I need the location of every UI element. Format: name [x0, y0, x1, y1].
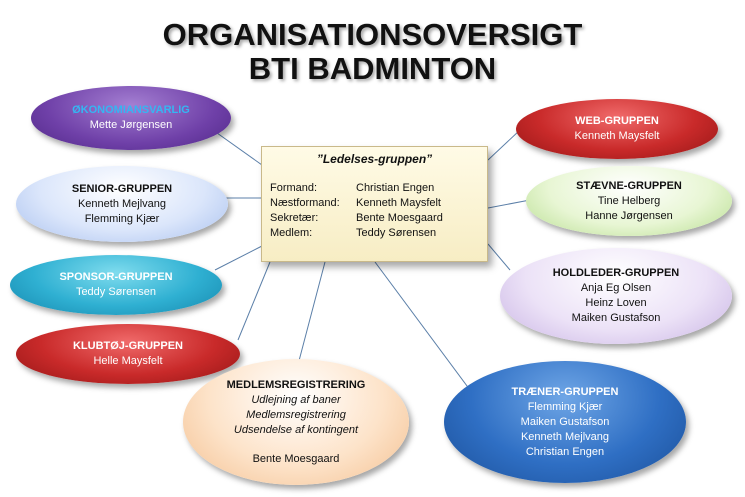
group-task: Udsendelse af kontingent — [233, 423, 359, 436]
group-title: SENIOR-GRUPPEN — [71, 182, 173, 195]
group-title: SPONSOR-GRUPPEN — [59, 271, 173, 283]
group-title: ØKONOMIANSVARLIG — [72, 104, 190, 116]
connector-sponsor — [214, 245, 263, 271]
group-member: Anja Eg Olsen — [580, 282, 652, 294]
group-klubtoj: KLUBTØJ-GRUPPEN Helle Maysfelt — [16, 324, 240, 384]
center-role: Formand: — [270, 182, 318, 194]
title-line-1: ORGANISATIONSOVERSIGT — [162, 17, 583, 52]
connector-klubtoj — [237, 261, 271, 341]
group-title: MEDLEMSREGISTRERING — [226, 378, 366, 391]
connector-okonomi — [209, 127, 263, 166]
center-row: Næstformand: Kenneth Maysfelt — [262, 196, 487, 211]
center-name: Bente Moesgaard — [356, 212, 443, 224]
center-name: Teddy Sørensen — [356, 227, 437, 239]
connector-traener — [374, 261, 471, 391]
group-title: STÆVNE-GRUPPEN — [576, 179, 682, 192]
group-member: Kenneth Maysfelt — [574, 130, 660, 142]
group-title: TRÆNER-GRUPPEN — [511, 385, 619, 398]
group-member: Flemming Kjær — [527, 400, 603, 413]
connector-web — [487, 129, 521, 161]
ledelses-gruppen-box: ”Ledelses-gruppen” Formand: Christian En… — [261, 146, 488, 262]
center-name: Kenneth Maysfelt — [356, 197, 441, 209]
group-task: Medlemsregistrering — [246, 408, 346, 421]
center-role: Næstformand: — [270, 197, 340, 209]
center-role: Medlem: — [270, 227, 313, 239]
group-member: Kenneth Mejlvang — [77, 197, 167, 210]
center-row: Medlem: Teddy Sørensen — [262, 226, 487, 241]
group-member: Hanne Jørgensen — [585, 209, 673, 222]
group-task: Udlejning af baner — [251, 393, 341, 406]
group-member: Flemming Kjær — [84, 212, 160, 225]
connector-medlem — [294, 261, 326, 377]
group-member: Maiken Gustafson — [571, 312, 661, 324]
center-row: Formand: Christian Engen — [262, 181, 487, 196]
center-role: Sekretær: — [270, 212, 319, 224]
group-web: WEB-GRUPPEN Kenneth Maysfelt — [516, 99, 718, 159]
group-medlemsregistrering: MEDLEMSREGISTRERING Udlejning af baner M… — [183, 359, 409, 485]
group-member: Tine Helberg — [597, 194, 661, 207]
group-member: Mette Jørgensen — [89, 119, 173, 131]
group-title: KLUBTØJ-GRUPPEN — [72, 340, 183, 352]
group-member: Teddy Sørensen — [75, 286, 157, 298]
center-name: Christian Engen — [356, 182, 435, 194]
page-title: ORGANISATIONSOVERSIGT BTI BADMINTON — [0, 18, 745, 86]
center-title: ”Ledelses-gruppen” — [316, 152, 433, 166]
group-title: HOLDLEDER-GRUPPEN — [552, 267, 680, 279]
group-okonomi: ØKONOMIANSVARLIG Mette Jørgensen — [31, 86, 231, 150]
group-title: WEB-GRUPPEN — [575, 115, 659, 127]
group-sponsor: SPONSOR-GRUPPEN Teddy Sørensen — [10, 255, 222, 315]
group-staevne: STÆVNE-GRUPPEN Tine Helberg Hanne Jørgen… — [526, 166, 732, 236]
connector-holdleder — [487, 243, 511, 271]
group-senior: SENIOR-GRUPPEN Kenneth Mejlvang Flemming… — [16, 166, 228, 242]
group-member: Bente Moesgaard — [252, 452, 340, 465]
group-member: Christian Engen — [525, 445, 605, 458]
connector-staevne — [487, 199, 531, 209]
group-member: Heinz Loven — [585, 297, 647, 309]
group-member: Helle Maysfelt — [93, 355, 163, 367]
group-member: Kenneth Mejlvang — [520, 430, 610, 443]
center-row: Sekretær: Bente Moesgaard — [262, 211, 487, 226]
group-holdleder: HOLDLEDER-GRUPPEN Anja Eg Olsen Heinz Lo… — [500, 248, 732, 344]
group-traener: TRÆNER-GRUPPEN Flemming Kjær Maiken Gust… — [444, 361, 686, 483]
title-line-2: BTI BADMINTON — [248, 51, 497, 86]
group-member: Maiken Gustafson — [520, 415, 610, 428]
